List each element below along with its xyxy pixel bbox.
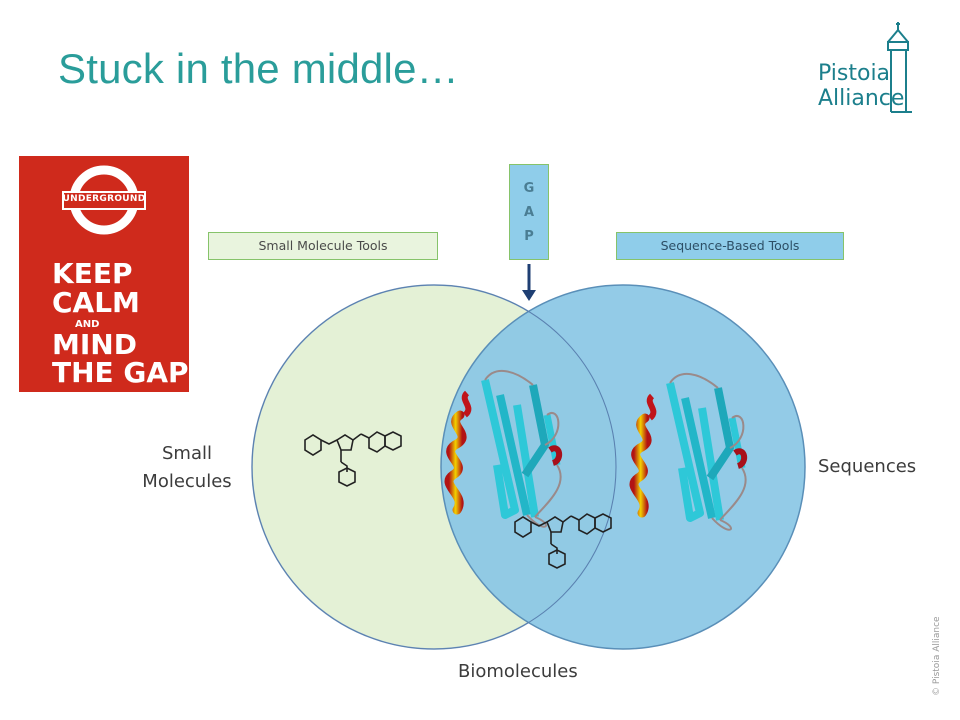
small-molecules-label: Small Molecules bbox=[134, 440, 240, 496]
pistoia-alliance-logo: Pistoia Alliance bbox=[808, 20, 920, 118]
small-molecules-label-line2: Molecules bbox=[142, 471, 232, 492]
gap-letter-p: P bbox=[524, 229, 534, 244]
down-arrow-icon bbox=[522, 264, 536, 301]
underground-roundel-icon bbox=[62, 165, 146, 235]
sequence-based-tools-box: Sequence-Based Tools bbox=[616, 232, 844, 260]
small-molecules-circle-outline bbox=[251, 284, 617, 650]
sequences-label: Sequences bbox=[818, 456, 917, 477]
copyright-notice: © Pistoia Alliance bbox=[932, 616, 942, 696]
gap-box: G A P bbox=[509, 164, 549, 260]
logo-text-line2: Alliance bbox=[818, 86, 905, 111]
small-molecule-tools-box: Small Molecule Tools bbox=[208, 232, 438, 260]
small-molecules-label-line1: Small bbox=[162, 443, 212, 464]
pistoia-tower-logo-icon bbox=[887, 22, 912, 113]
gap-letter-a: A bbox=[523, 205, 535, 220]
poster-line-the-gap: THE GAP bbox=[52, 356, 189, 389]
slide-title: Stuck in the middle… bbox=[58, 45, 459, 92]
sequences-circle bbox=[440, 284, 806, 650]
gap-letter-g: G bbox=[523, 181, 535, 196]
biomolecules-label: Biomolecules bbox=[458, 661, 578, 682]
poster-line-and: AND bbox=[75, 319, 100, 330]
poster-line-mind: MIND bbox=[52, 328, 137, 361]
poster-line-calm: CALM bbox=[52, 286, 140, 319]
keep-calm-poster: UNDERGROUND KEEP CALM AND MIND THE GAP bbox=[19, 156, 189, 392]
logo-text-line1: Pistoia bbox=[818, 61, 891, 86]
roundel-label: UNDERGROUND bbox=[62, 194, 146, 204]
poster-line-keep: KEEP bbox=[52, 257, 133, 290]
